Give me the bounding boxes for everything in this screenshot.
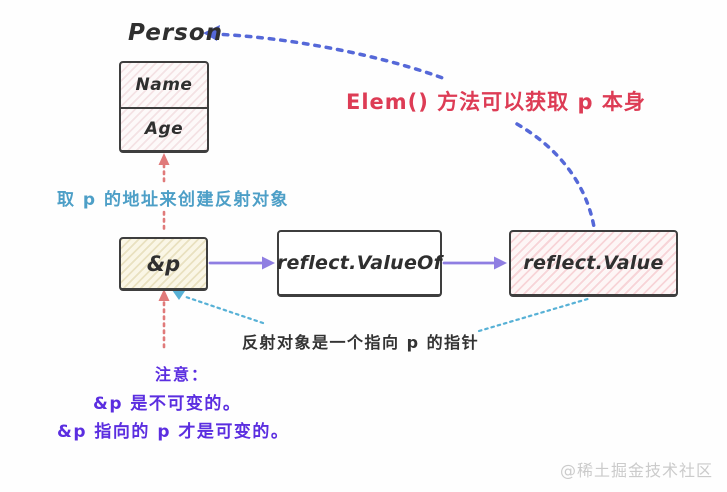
purple-arrowhead-valueof-icon (262, 256, 275, 270)
pointer-to-p-note: 反射对象是一个指向 p 的指针 (242, 333, 480, 352)
elem-curve-lower-segment (515, 122, 596, 229)
reflect-value-box: reflect.Value (509, 230, 678, 297)
elem-curve-upper-segment (210, 32, 450, 82)
elem-method-note: Elem() 方法可以获取 p 本身 (346, 90, 646, 114)
reflect-valueof-box: reflect.ValueOf (277, 230, 442, 297)
ampp-box: &p (119, 237, 208, 291)
purple-arrowhead-value-icon (494, 256, 507, 270)
teal-arrowhead-ampp-icon (172, 290, 185, 300)
struct-field-age: Age (121, 106, 207, 151)
teal-line-note-to-value (477, 296, 593, 333)
person-type-label: Person (128, 20, 224, 46)
notice-line-immutable: &p 是不可变的。 (93, 394, 242, 414)
teal-line-note-to-ampp (181, 294, 265, 325)
juejin-watermark: @稀土掘金技术社区 (559, 461, 713, 480)
take-address-note: 取 p 的地址来创建反射对象 (57, 190, 290, 210)
struct-field-name: Name (135, 74, 193, 95)
red-arrowhead-up-struct-icon (158, 153, 170, 165)
person-struct-box: Name Age (119, 61, 209, 153)
notice-title: 注意： (155, 365, 210, 384)
notice-line-mutable: &p 指向的 p 才是可变的。 (57, 422, 290, 442)
